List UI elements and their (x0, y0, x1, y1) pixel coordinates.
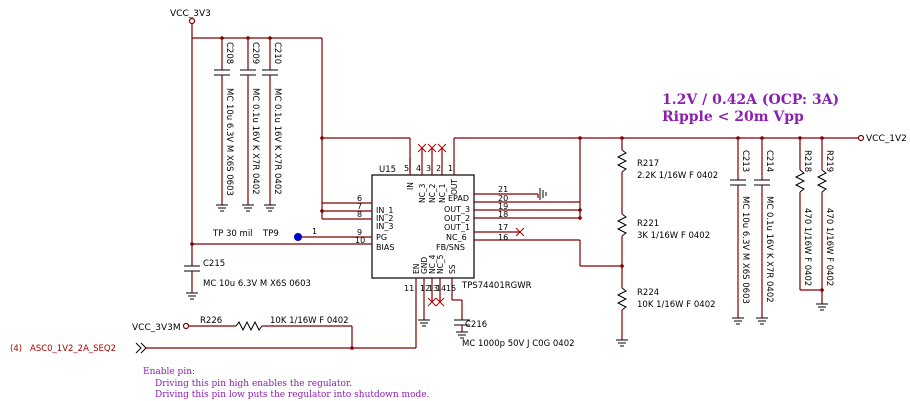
ic-u15: U15 TPS74401RGWR 6 7 8 9 10 IN_1 IN_2 IN… (300, 138, 580, 348)
pin-in-name: IN (406, 182, 415, 190)
pin-10-num: 10 (355, 236, 365, 245)
spec-line-1: 1.2V / 0.42A (OCP: 3A) (662, 92, 839, 108)
ic-ref: U15 (379, 165, 396, 175)
input-capacitors: C208 MC 10u 6.3V M X6S 0603 C209 MC 0.1u… (214, 38, 282, 212)
pin-18-num: 18 (498, 210, 508, 219)
r224-value: 10K 1/16W F 0402 (637, 300, 716, 310)
c215-value: MC 10u 6.3V M X6S 0603 (203, 279, 311, 289)
pin-1-num: 1 (448, 164, 453, 173)
pin-in2-name: IN_2 (376, 214, 393, 223)
r219-ref: R219 (824, 150, 834, 172)
note-title: Enable pin: (143, 367, 195, 377)
seq-port-number: (4) (10, 344, 22, 354)
seq-signal-label: ASC0_1V2_2A_SEQ2 (30, 344, 116, 354)
vcc-1v2-label: VCC_1V2 (866, 134, 907, 144)
tp-30mil-label: TP 30 mil (212, 229, 253, 239)
r224-ref: R224 (637, 288, 659, 298)
pin-9-num: 9 (357, 228, 362, 237)
pin-fbsns-name: FB/SNS (436, 243, 465, 252)
c216-ref: C216 (465, 320, 487, 330)
tp9-label: TP9 (262, 229, 279, 239)
pin-in1-name: IN_1 (376, 206, 393, 215)
pin-17-num: 17 (498, 223, 508, 232)
c208-ref: C208 (224, 42, 234, 64)
pin-out2-name: OUT_2 (444, 214, 470, 223)
pin-epad-name: EPAD (448, 194, 469, 203)
note-line-2: Driving this pin low puts the regulator … (155, 390, 430, 400)
pin-out1-name: OUT_1 (444, 223, 470, 232)
pin-12-num: 12 (420, 284, 430, 293)
vcc-3v3-net: VCC_3V3 (170, 9, 411, 266)
c215-capacitor: C215 MC 10u 6.3V M X6S 0603 (184, 259, 311, 300)
pin-15-num: 15 (446, 284, 456, 293)
pin-4-num: 4 (416, 164, 421, 173)
pin-ss-name: SS (448, 264, 457, 274)
spec-line-2: Ripple < 20m Vpp (662, 109, 804, 125)
c209-ref: C209 (250, 42, 260, 64)
pin-11-num: 11 (404, 284, 414, 293)
enable-network: VCC_3V3M R226 10K 1/16W F 0402 (4) ASC0_… (10, 316, 416, 354)
pin-3-num: 3 (426, 164, 431, 173)
pin-13-num: 13 (428, 284, 438, 293)
pin-en-name: EN (412, 264, 421, 274)
pin-nc6-name: NC_6 (446, 233, 467, 242)
c214-value: MC 0.1u 16V K X7R 0402 (764, 196, 774, 303)
pin-nc3-name: NC_3 (418, 183, 427, 203)
r217-ref: R217 (637, 159, 659, 169)
vcc-3v3-label: VCC_3V3 (170, 9, 211, 19)
c216-capacitor: C216 MC 1000p 50V J C0G 0402 (454, 319, 575, 349)
pin-2-num: 2 (436, 164, 441, 173)
tp-pin-number: 1 (312, 227, 317, 236)
c215-ref: C215 (203, 259, 225, 269)
pin-out-name: OUT (450, 179, 459, 195)
pin-8-num: 8 (357, 210, 362, 219)
testpoint-tp9: 1 (294, 227, 317, 241)
c216-value: MC 1000p 50V J C0G 0402 (462, 339, 575, 349)
r226-ref: R226 (200, 316, 222, 326)
c209-value: MC 0.1u 16V K X7R 0402 (250, 88, 260, 195)
pin-5-num: 5 (404, 164, 409, 173)
pin-nc1-name: NC_1 (438, 183, 447, 203)
pin-20-num: 20 (498, 194, 508, 203)
pin-16-num: 16 (498, 233, 508, 242)
r218-value: 470 1/16W F 0402 (802, 208, 812, 286)
pin-14-num: 14 (436, 284, 446, 293)
pin-6-num: 6 (357, 194, 362, 203)
pin-nc4-name: NC_4 (428, 254, 437, 274)
ic-part: TPS74401RGWR (461, 281, 532, 291)
vcc-3v3m-label: VCC_3V3M (132, 323, 181, 333)
c210-ref: C210 (272, 42, 282, 64)
pin-out3-name: OUT_3 (444, 205, 470, 214)
pin-19-num: 19 (498, 202, 508, 211)
r218-ref: R218 (802, 150, 812, 172)
pin-gnd-name: GND (420, 257, 429, 274)
pin-21-num: 21 (498, 185, 508, 194)
pin-7-num: 7 (357, 202, 362, 211)
r226-value: 10K 1/16W F 0402 (270, 316, 349, 326)
pin-in3-name: IN_3 (376, 222, 393, 231)
c214-ref: C214 (764, 150, 774, 172)
r221-value: 3K 1/16W F 0402 (637, 231, 710, 241)
pin-bias-name: BIAS (376, 243, 394, 252)
c208-value: MC 10u 6.3V M X6S 0603 (224, 88, 234, 196)
c213-value: MC 10u 6.3V M X6S 0603 (740, 196, 750, 304)
pin-nc5-name: NC_5 (436, 254, 445, 274)
r221-ref: R221 (637, 219, 659, 229)
c213-ref: C213 (740, 150, 750, 172)
pin-nc2-name: NC_2 (428, 183, 437, 203)
pin-pg-name: PG (376, 233, 387, 242)
r217-value: 2.2K 1/16W F 0402 (637, 171, 718, 181)
c210-value: MC 0.1u 16V K X7R 0402 (272, 88, 282, 195)
r219-value: 470 1/16W F 0402 (824, 208, 834, 286)
output-network: VCC_1V2 R217 2.2K 1/16W F 0402 R221 3K 1… (454, 134, 907, 347)
note-line-1: Driving this pin high enables the regula… (155, 379, 352, 389)
